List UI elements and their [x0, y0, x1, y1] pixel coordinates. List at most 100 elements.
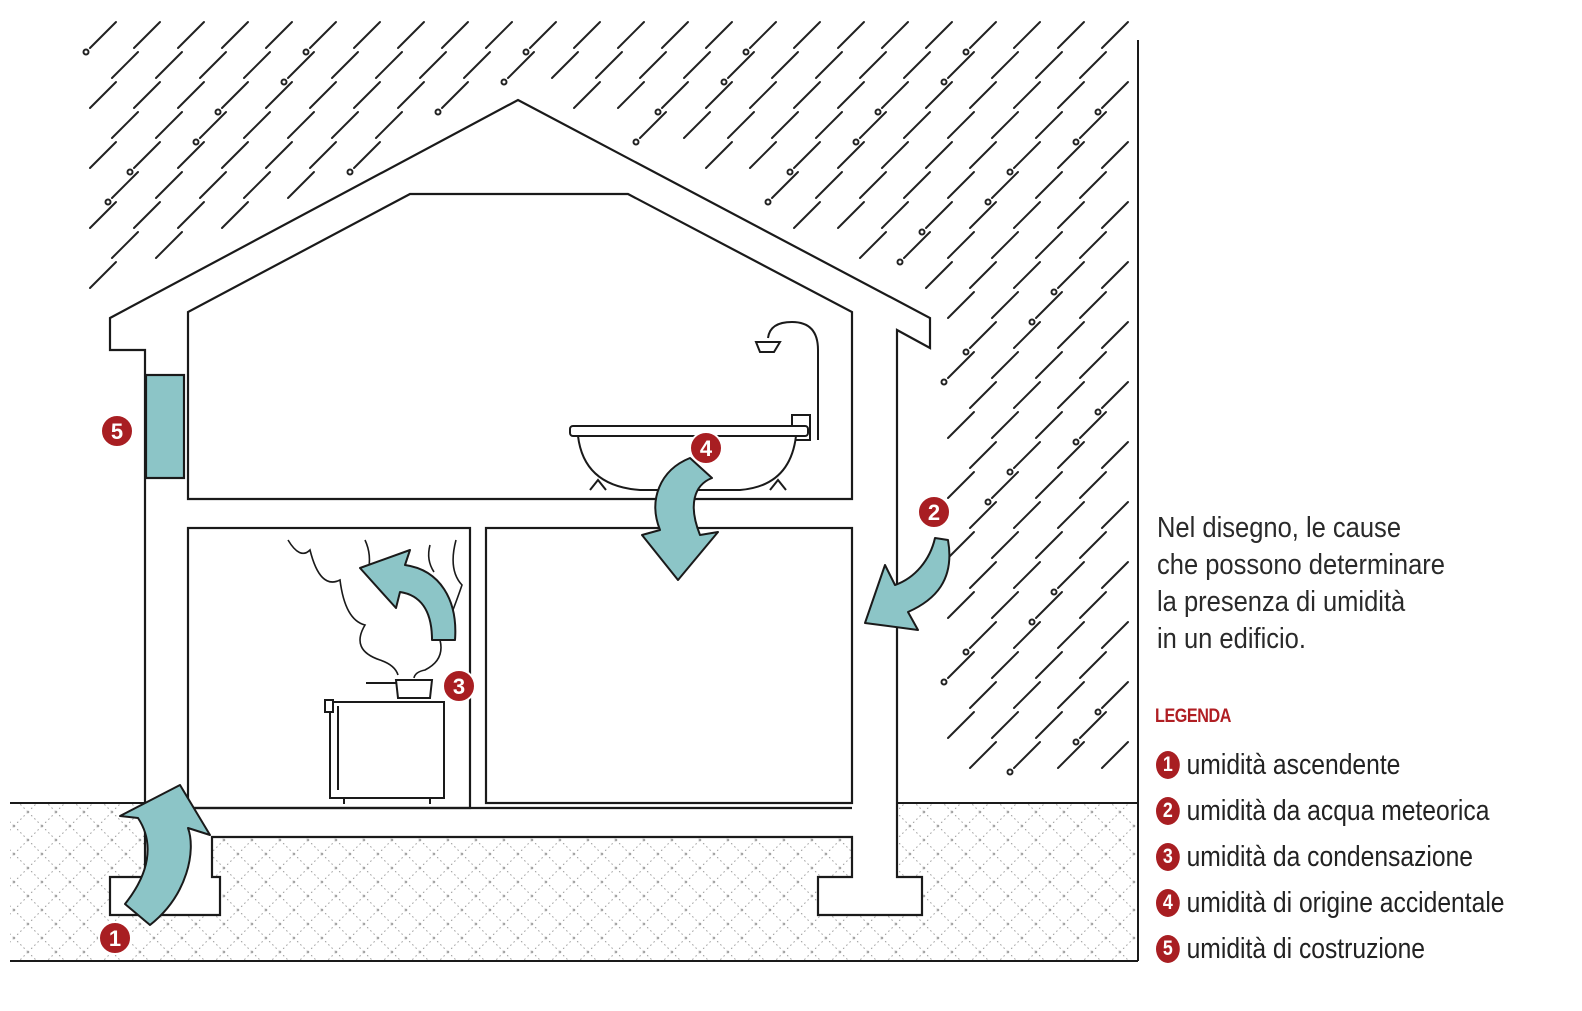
rain-streak	[947, 591, 975, 619]
rain-streak	[1013, 81, 1041, 109]
rain-streak	[1057, 81, 1085, 109]
rain-streak	[925, 21, 953, 49]
legend-number-badge: 4	[1156, 889, 1180, 917]
rain-streak	[133, 81, 161, 109]
legend-number-badge: 3	[1156, 843, 1180, 871]
rain-streak	[265, 21, 293, 49]
rain-drop	[632, 138, 640, 146]
rain-streak	[1035, 531, 1063, 559]
rain-streak	[1035, 471, 1063, 499]
rain-streak	[639, 111, 667, 139]
rain-streak	[1013, 741, 1041, 769]
rain-streak	[1101, 501, 1129, 529]
rain-streak	[1079, 651, 1107, 679]
rain-streak	[353, 81, 381, 109]
rain-streak	[419, 51, 447, 79]
rain-streak	[1013, 201, 1041, 229]
rain-streak	[749, 81, 777, 109]
rain-streak	[1057, 441, 1085, 469]
rain-streak	[1101, 21, 1129, 49]
rain-streak	[947, 351, 975, 379]
rain-streak	[1079, 411, 1107, 439]
rain-streak	[353, 141, 381, 169]
rain-streak	[1057, 681, 1085, 709]
rain-drop	[742, 48, 750, 56]
rain-streak	[881, 201, 909, 229]
rain-streak	[903, 171, 931, 199]
rain-streak	[1035, 291, 1063, 319]
rain-drop	[1094, 108, 1102, 116]
rain-streak	[243, 111, 271, 139]
rain-streak	[1035, 51, 1063, 79]
rain-streak	[1013, 321, 1041, 349]
rain-streak	[947, 291, 975, 319]
rain-streak	[947, 171, 975, 199]
rain-streak	[1101, 681, 1129, 709]
rain-streak	[375, 51, 403, 79]
rain-streak	[617, 81, 645, 109]
rain-streak	[991, 51, 1019, 79]
rain-streak	[903, 51, 931, 79]
rain-drop	[346, 168, 354, 176]
rain-streak	[947, 471, 975, 499]
rain-streak	[947, 411, 975, 439]
rain-streak	[969, 21, 997, 49]
rain-drop	[940, 78, 948, 86]
rain-drop	[522, 48, 530, 56]
wet-wall-patch	[144, 373, 186, 480]
arrow-2	[864, 537, 951, 631]
rain-drop	[1072, 738, 1080, 746]
rain-streak	[221, 81, 249, 109]
rain-streak	[1035, 711, 1063, 739]
caption-line: la presenza di umidità	[1157, 586, 1406, 618]
legend-item-text: umidità di costruzione	[1186, 932, 1426, 965]
rain-streak	[507, 51, 535, 79]
rain-streak	[837, 141, 865, 169]
legend-title: LEGENDA	[1155, 706, 1231, 727]
rain-streak	[1101, 201, 1129, 229]
marker-2: 2	[917, 495, 951, 529]
rain-streak	[1101, 81, 1129, 109]
rain-drop	[1050, 588, 1058, 596]
rain-drop	[896, 258, 904, 266]
rain-streak	[705, 141, 733, 169]
rain-streak	[991, 471, 1019, 499]
rain-streak	[1101, 381, 1129, 409]
rain-streak	[1057, 741, 1085, 769]
attic-room	[186, 192, 854, 501]
rain-streak	[727, 51, 755, 79]
rain-drop	[1094, 708, 1102, 716]
rain-drop	[82, 48, 90, 56]
rain-streak	[551, 51, 579, 79]
rain-streak	[661, 21, 689, 49]
rain-streak	[969, 381, 997, 409]
rain-drop	[962, 348, 970, 356]
rain-streak	[1013, 681, 1041, 709]
rain-drop	[984, 498, 992, 506]
rain-streak	[265, 141, 293, 169]
rain-streak	[661, 81, 689, 109]
rain-drop	[280, 78, 288, 86]
rain-streak	[199, 51, 227, 79]
rain-streak	[221, 141, 249, 169]
rain-streak	[221, 21, 249, 49]
rain-streak	[925, 201, 953, 229]
legend-number-badge: 2	[1156, 797, 1180, 825]
rain-streak	[331, 111, 359, 139]
rain-drop	[984, 198, 992, 206]
rain-streak	[1079, 531, 1107, 559]
rain-streak	[309, 21, 337, 49]
rain-streak	[243, 171, 271, 199]
rain-streak	[1057, 21, 1085, 49]
rain-streak	[859, 51, 887, 79]
rain-streak	[1013, 501, 1041, 529]
marker-5: 5	[100, 414, 134, 448]
rain-streak	[1013, 21, 1041, 49]
rain-streak	[683, 111, 711, 139]
rain-drop	[874, 108, 882, 116]
rain-streak	[1035, 351, 1063, 379]
rain-streak	[771, 111, 799, 139]
rain-streak	[859, 111, 887, 139]
